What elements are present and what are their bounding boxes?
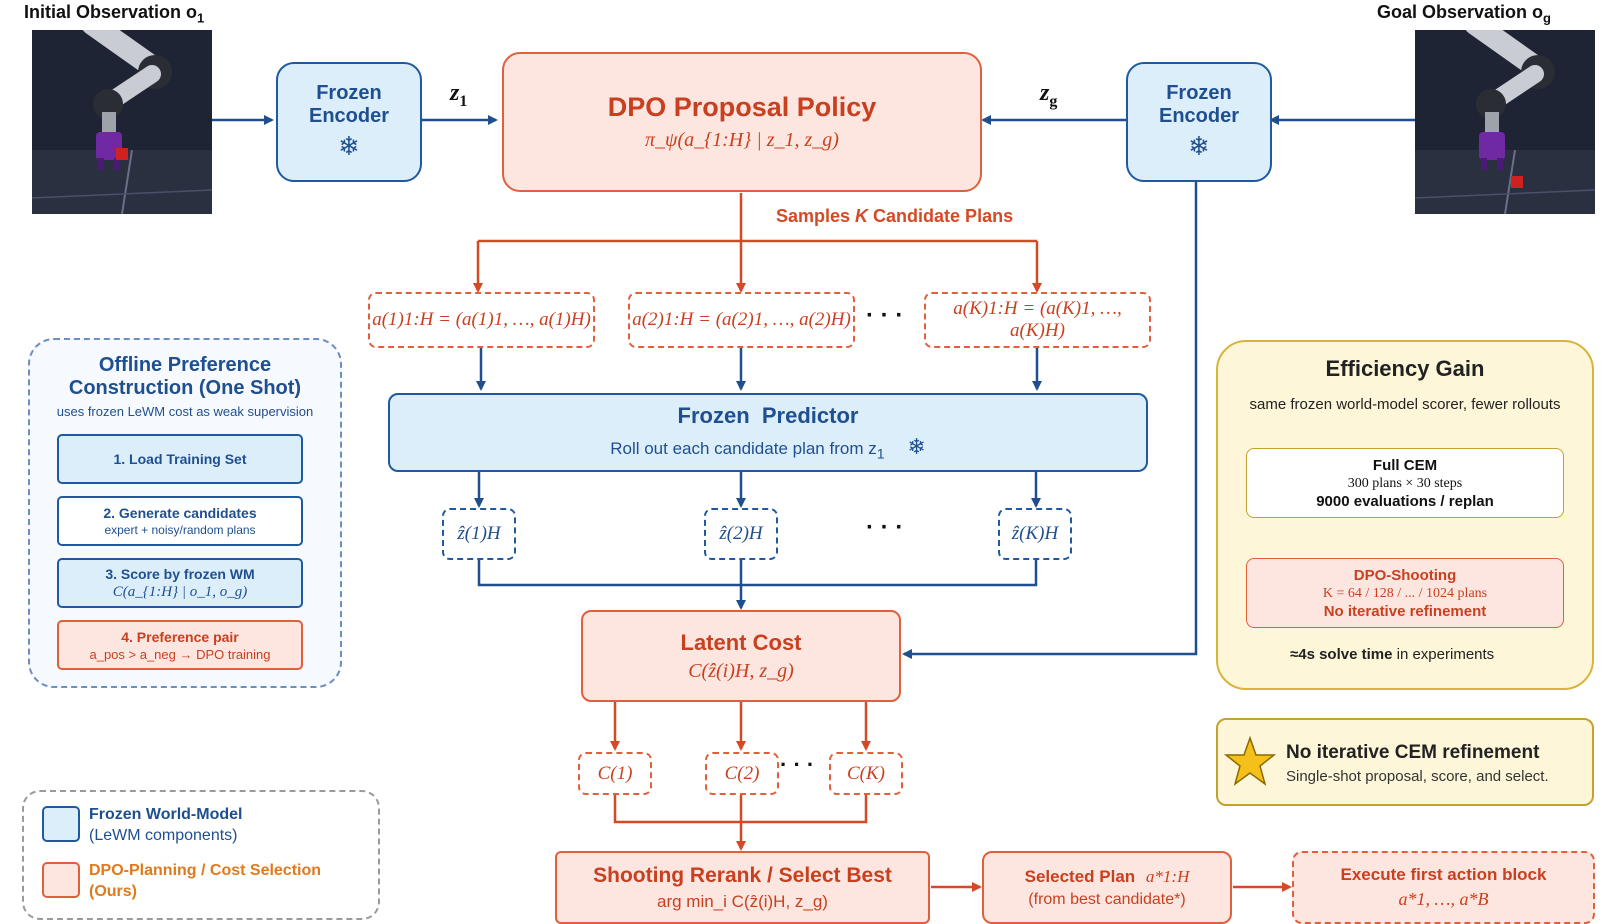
latent-z1-label: z1 bbox=[450, 80, 468, 110]
offline-title-line1: Offline Preference bbox=[98, 354, 272, 376]
dpo-shooting-line1: K = 64 / 128 / ... / 1024 plans bbox=[1322, 585, 1488, 601]
cost-1: C(1) bbox=[578, 752, 652, 795]
full-cem-line1: 300 plans × 30 steps bbox=[1347, 475, 1463, 491]
latent-zg-label: zg bbox=[1040, 80, 1058, 110]
offline-step-3-title: 3. Score by frozen WM bbox=[105, 565, 255, 582]
snowflake-icon: ❄ bbox=[1188, 132, 1210, 162]
cost-2: C(2) bbox=[705, 752, 779, 795]
execute-first-action-block: Execute first action block a*1, …, a*B bbox=[1292, 851, 1595, 924]
encoder-right-title-line2: Encoder bbox=[1158, 105, 1240, 127]
solve-time-note: ≈4s solve time in experiments bbox=[1290, 646, 1495, 663]
policy-title: DPO Proposal Policy bbox=[607, 92, 877, 122]
initial-observation-label: Initial Observation o1 bbox=[24, 2, 205, 26]
full-cem-line2: 9000 evaluations / replan bbox=[1316, 492, 1494, 510]
line-z-merge bbox=[477, 559, 1038, 587]
efficiency-title: Efficiency Gain bbox=[1325, 356, 1485, 381]
candidate-plan-k: a(K)1:H = (a(K)1, …, a(K)H) bbox=[924, 292, 1151, 348]
snowflake-icon: ❄ bbox=[907, 434, 926, 460]
samples-k-candidate-plans-label: Samples K Candidate Plans bbox=[776, 206, 1014, 226]
goal-observation-image bbox=[1415, 30, 1595, 214]
cost-k: C(K) bbox=[829, 752, 903, 795]
dpo-shooting-line2: No iterative refinement bbox=[1323, 602, 1487, 620]
offline-subtitle: uses frozen LeWM cost as weak supervisio… bbox=[56, 404, 314, 419]
encoder-left-title-line1: Frozen bbox=[316, 82, 382, 104]
encoder-right-title-line1: Frozen bbox=[1166, 82, 1232, 104]
policy-formula: π_ψ(a_{1:H} | z_1, z_g) bbox=[645, 129, 839, 151]
offline-step-1-title: 1. Load Training Set bbox=[113, 451, 247, 467]
legend-blue-text: Frozen World-Model (LeWM components) bbox=[89, 806, 243, 844]
predictor-subtitle: Roll out each candidate plan from z1 ❄ bbox=[610, 434, 926, 463]
predicted-latent-k: ẑ(K)H bbox=[998, 508, 1072, 560]
predictor-title: Frozen Predictor bbox=[677, 402, 859, 428]
latent-ellipsis: · · · bbox=[866, 514, 904, 541]
latent-cost-formula: C(ẑ(i)H, z_g) bbox=[688, 659, 794, 682]
offline-step-2: 2. Generate candidates expert + noisy/ra… bbox=[57, 496, 303, 546]
candidate-plan-1: a(1)1:H = (a(1)1, …, a(1)H) bbox=[368, 292, 595, 348]
no-cem-panel bbox=[1216, 718, 1594, 806]
frozen-predictor: Frozen Predictor Roll out each candidate… bbox=[388, 393, 1148, 472]
selected-plan-subtitle: (from best candidate*) bbox=[1028, 890, 1186, 908]
offline-step-4-title: 4. Preference pair bbox=[121, 628, 239, 645]
robot-arm-goal-scene bbox=[1415, 30, 1595, 214]
offline-step-4-detail: a_pos > a_neg → DPO training bbox=[89, 646, 271, 662]
execute-title: Execute first action block bbox=[1340, 865, 1547, 884]
rerank-title: Shooting Rerank / Select Best bbox=[593, 863, 892, 887]
candidate-ellipsis: · · · bbox=[866, 302, 904, 329]
shooting-rerank-select-best: Shooting Rerank / Select Best arg min_i … bbox=[555, 851, 930, 924]
legend-orange-text: DPO-Planning / Cost Selection (Ours) bbox=[89, 862, 322, 900]
latent-cost: Latent Cost C(ẑ(i)H, z_g) bbox=[581, 610, 901, 702]
initial-observation-image bbox=[32, 30, 212, 214]
dpo-shooting-box: DPO-Shooting K = 64 / 128 / ... / 1024 p… bbox=[1246, 558, 1564, 628]
dpo-shooting-title: DPO-Shooting bbox=[1353, 566, 1457, 584]
no-cem-subtitle: Single-shot proposal, score, and select. bbox=[1286, 768, 1549, 785]
selected-plan-title: Selected Plan a*1:H bbox=[1024, 866, 1190, 886]
execute-formula: a*1, …, a*B bbox=[1398, 889, 1489, 909]
frozen-encoder-right: Frozen Encoder ❄ bbox=[1126, 62, 1272, 182]
snowflake-icon: ❄ bbox=[338, 132, 360, 162]
encoder-left-title-line2: Encoder bbox=[308, 105, 390, 127]
efficiency-subtitle: same frozen world-model scorer, fewer ro… bbox=[1249, 396, 1561, 413]
rerank-formula: arg min_i C(ẑ(i)H, z_g) bbox=[657, 891, 828, 911]
offline-step-2-title: 2. Generate candidates bbox=[103, 505, 257, 521]
predicted-latent-1: ẑ(1)H bbox=[442, 508, 516, 560]
offline-step-1: 1. Load Training Set bbox=[57, 434, 303, 484]
legend-orange-swatch bbox=[42, 862, 80, 898]
dpo-proposal-policy: DPO Proposal Policy π_ψ(a_{1:H} | z_1, z… bbox=[502, 52, 982, 192]
latent-cost-title: Latent Cost bbox=[680, 629, 802, 655]
full-cem-title: Full CEM bbox=[1372, 456, 1438, 474]
legend-blue-swatch bbox=[42, 806, 80, 842]
selected-plan: Selected Plan a*1:H (from best candidate… bbox=[982, 851, 1232, 924]
star-icon bbox=[1224, 736, 1276, 786]
no-cem-title: No iterative CEM refinement bbox=[1286, 742, 1540, 763]
predicted-latent-2: ẑ(2)H bbox=[704, 508, 778, 560]
offline-step-3-detail: C(a_{1:H} | o_1, o_g) bbox=[112, 583, 248, 600]
legend-panel bbox=[22, 790, 380, 920]
goal-observation-label: Goal Observation og bbox=[1377, 2, 1551, 26]
full-cem-box: Full CEM 300 plans × 30 steps 9000 evalu… bbox=[1246, 448, 1564, 518]
robot-arm-scene bbox=[32, 30, 212, 214]
offline-step-2-detail: expert + noisy/random plans bbox=[104, 523, 256, 537]
candidate-plan-2: a(2)1:H = (a(2)1, …, a(2)H) bbox=[628, 292, 855, 348]
arrow-zg-to-latent-cost bbox=[902, 180, 1198, 659]
offline-step-4: 4. Preference pair a_pos > a_neg → DPO t… bbox=[57, 620, 303, 670]
offline-step-3: 3. Score by frozen WM C(a_{1:H} | o_1, o… bbox=[57, 558, 303, 608]
frozen-encoder-left: Frozen Encoder ❄ bbox=[276, 62, 422, 182]
cost-ellipsis: · · · bbox=[780, 752, 815, 777]
offline-title-line2: Construction (One Shot) bbox=[68, 377, 302, 399]
